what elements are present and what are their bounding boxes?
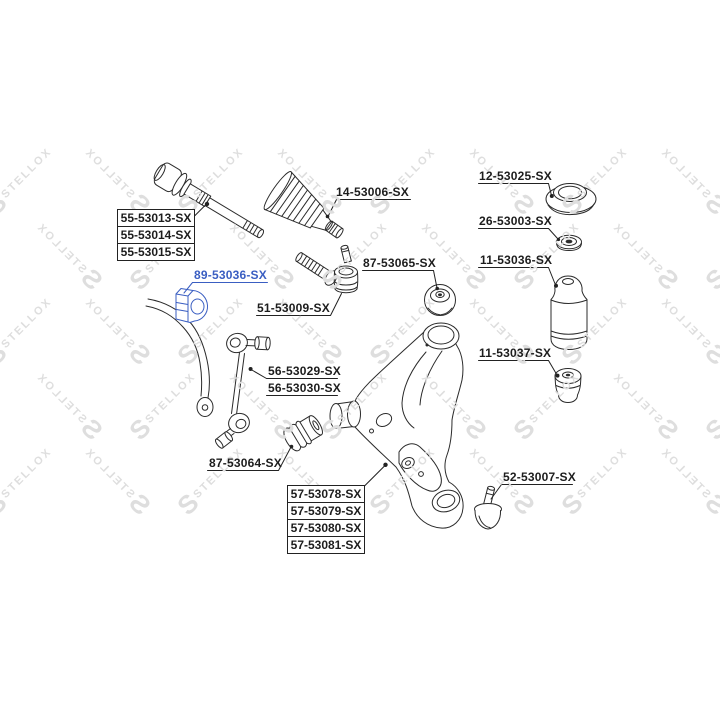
arm-front-bushing-drawing (424, 284, 456, 316)
part-number-56-53029[interactable]: 56-53029-SX (268, 364, 341, 378)
part-number-56-53030[interactable]: 56-53030-SX (268, 381, 341, 395)
part-number-57-53080[interactable]: 57-53080-SX (288, 519, 364, 536)
ball-joint-drawing (474, 485, 502, 530)
part-numbers-box-inner-tie-rod: 55-53013-SX 55-53014-SX 55-53015-SX (117, 209, 195, 261)
part-number-55-53014[interactable]: 55-53014-SX (118, 226, 194, 243)
part-number-14-53006[interactable]: 14-53006-SX (336, 185, 409, 199)
strut-mount-drawing (545, 183, 597, 216)
part-number-87-53065[interactable]: 87-53065-SX (363, 256, 436, 270)
part-number-11-53036[interactable]: 11-53036-SX (480, 253, 553, 267)
part-numbers-box-control-arm: 57-53078-SX 57-53079-SX 57-53080-SX 57-5… (287, 485, 365, 554)
bump-stop-drawing (550, 275, 588, 350)
part-number-89-53036-highlighted[interactable]: 89-53036-SX (194, 268, 267, 282)
control-arm-drawing (329, 322, 464, 529)
part-number-51-53009[interactable]: 51-53009-SX (257, 301, 330, 315)
inner-tie-rod-drawing (153, 162, 265, 239)
arm-rear-bushing-drawing (283, 415, 323, 452)
part-number-11-53037[interactable]: 11-53037-SX (479, 346, 552, 360)
part-number-26-53003[interactable]: 26-53003-SX (479, 214, 552, 228)
part-number-57-53079[interactable]: 57-53079-SX (288, 502, 364, 519)
leader-dots (204, 194, 561, 467)
tie-rod-end-drawing (295, 244, 359, 294)
part-number-87-53064[interactable]: 87-53064-SX (209, 456, 282, 470)
part-number-12-53025[interactable]: 12-53025-SX (479, 169, 552, 183)
steering-boot-drawing (263, 171, 344, 239)
part-number-52-53007[interactable]: 52-53007-SX (503, 470, 576, 484)
part-number-55-53015[interactable]: 55-53015-SX (118, 243, 194, 260)
leader-lines (191, 183, 573, 500)
part-number-55-53013[interactable]: 55-53013-SX (120, 211, 192, 225)
stabilizer-link-drawing (214, 332, 271, 449)
shock-boot-drawing (554, 368, 582, 403)
part-number-57-53078[interactable]: 57-53078-SX (290, 487, 362, 501)
strut-bearing-drawing (556, 234, 582, 251)
stabilizer-bushing-drawing-highlighted[interactable] (175, 282, 268, 323)
stabilizer-bar-drawing (145, 298, 214, 417)
part-number-57-53081[interactable]: 57-53081-SX (288, 536, 364, 553)
